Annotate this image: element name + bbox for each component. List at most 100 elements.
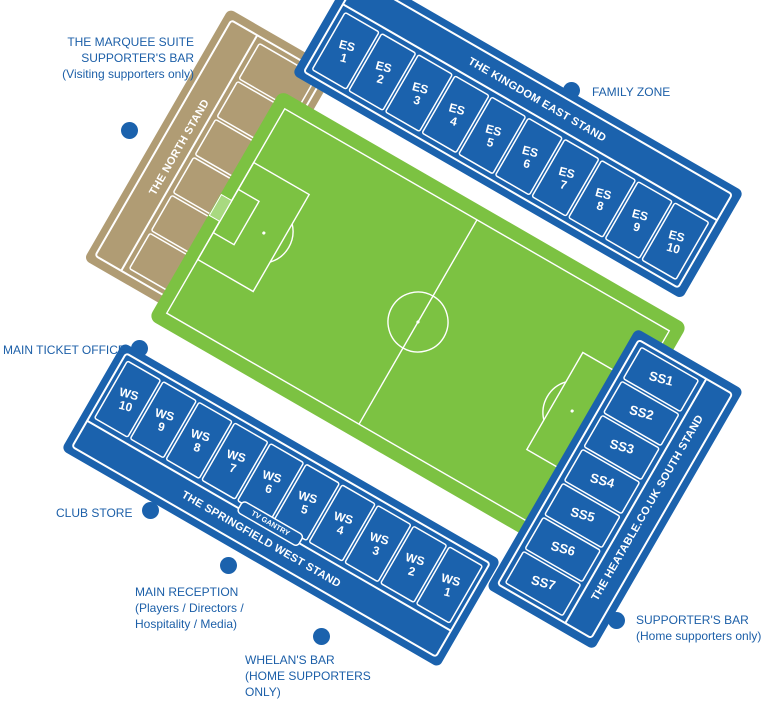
marquee-suite-marker[interactable] — [121, 122, 138, 139]
es-block-outline — [422, 75, 490, 153]
es-block-outline — [458, 96, 526, 174]
supporters-bar-label: SUPPORTER'S BAR (Home supporters only) — [636, 613, 762, 643]
ws-block-outline — [344, 505, 412, 582]
es-block-label: ES7 — [554, 164, 576, 194]
ws-block-4[interactable]: WS4 — [309, 484, 376, 562]
south-stand-inner-border — [497, 339, 733, 639]
whelans-bar-label: WHELAN'S BAR (HOME SUPPORTERS ONLY) — [245, 653, 371, 699]
family-zone-marker[interactable] — [563, 82, 580, 99]
north-penalty-arc — [269, 223, 294, 263]
ss-block-3[interactable]: SS3 — [583, 415, 660, 480]
ss-block-7[interactable]: SS7 — [505, 551, 581, 616]
north-stand[interactable]: THE NORTH STAND — [84, 8, 336, 321]
es-block-label: ES5 — [481, 122, 503, 152]
ws-block-label: WS1 — [436, 571, 462, 602]
ss-block-2[interactable]: SS2 — [603, 381, 679, 446]
supporters-bar-marker[interactable] — [608, 612, 625, 629]
ss-block-label: SS7 — [530, 572, 558, 593]
ss-block-label: SS6 — [549, 538, 577, 559]
ws-block-label: WS7 — [222, 447, 248, 478]
es-block-label: ES9 — [627, 206, 649, 236]
es-block-label: ES1 — [334, 37, 356, 67]
south-stand-divider — [564, 378, 708, 624]
east-stand-outer — [294, 0, 742, 297]
es-block-outline — [385, 54, 453, 132]
ws-block-outline — [201, 422, 268, 500]
es-block-label: ES6 — [517, 143, 539, 173]
ws-block-outline — [416, 546, 483, 624]
es-block-outline — [312, 12, 380, 90]
main-ticket-office-marker[interactable] — [131, 340, 148, 357]
whelans-bar-marker[interactable] — [313, 628, 330, 645]
ws-block-label: WS2 — [401, 550, 427, 581]
ws-block-label: WS5 — [293, 488, 319, 519]
marquee-suite-label: THE MARQUEE SUITE SUPPORTER'S BAR (Visit… — [62, 35, 194, 81]
centre-circle — [387, 291, 449, 353]
north-stand-block[interactable] — [238, 43, 317, 112]
centre-spot — [416, 320, 420, 324]
es-block-5[interactable]: ES5 — [458, 96, 526, 174]
ws-block-9[interactable]: WS9 — [130, 381, 197, 458]
ws-block-3[interactable]: WS3 — [344, 505, 412, 582]
ss-block-label: SS5 — [569, 504, 597, 525]
ss-block-4[interactable]: SS4 — [564, 449, 640, 514]
ws-block-8[interactable]: WS8 — [165, 402, 233, 479]
es-block-10[interactable]: ES10 — [641, 202, 709, 280]
north-stand-outer — [86, 10, 334, 320]
north-goal — [208, 193, 233, 223]
ws-block-label: WS8 — [186, 426, 212, 457]
es-block-7[interactable]: ES7 — [531, 139, 599, 217]
ws-block-label: WS10 — [114, 385, 140, 416]
ws-block-label: WS4 — [329, 509, 355, 540]
ws-block-label: WS3 — [365, 529, 391, 560]
es-block-3[interactable]: ES3 — [385, 54, 453, 132]
ss-block-1[interactable]: SS1 — [623, 347, 699, 412]
tv-gantry-box — [237, 501, 304, 547]
ss-block-6[interactable]: SS6 — [525, 517, 601, 582]
es-block-outline — [531, 139, 599, 217]
ss-block-outline — [603, 381, 679, 446]
ws-block-label: WS6 — [258, 467, 284, 498]
es-block-2[interactable]: ES2 — [348, 33, 416, 111]
es-block-8[interactable]: ES8 — [568, 160, 636, 238]
es-block-label: ES8 — [591, 185, 613, 215]
ss-block-label: SS3 — [608, 436, 636, 457]
ws-block-1[interactable]: WS1 — [416, 546, 483, 624]
es-block-label: ES3 — [407, 79, 429, 109]
west-stand-outer — [63, 344, 499, 666]
club-store-label: CLUB STORE — [56, 506, 133, 520]
main-reception-label: MAIN RECEPTION (Players / Directors / Ho… — [135, 585, 244, 631]
ss-block-outline — [583, 415, 660, 480]
ws-block-outline — [165, 402, 233, 479]
south-penalty-arc — [542, 381, 567, 421]
west-stand-inner-border — [72, 353, 490, 657]
es-block-outline — [568, 160, 636, 238]
es-block-6[interactable]: ES6 — [495, 118, 563, 195]
ws-block-10[interactable]: WS10 — [94, 360, 161, 438]
es-block-outline — [605, 181, 673, 259]
es-block-4[interactable]: ES4 — [422, 75, 490, 153]
main-reception-marker[interactable] — [220, 557, 237, 574]
family-zone-label: FAMILY ZONE — [592, 85, 671, 99]
es-block-9[interactable]: ES9 — [605, 181, 673, 259]
es-block-label: ES2 — [371, 58, 393, 88]
ws-block-outline — [309, 484, 376, 562]
main-ticket-office-label: MAIN TICKET OFFICE — [3, 343, 126, 357]
east-stand[interactable]: THE KINGDOM EAST STAND ES1ES2ES3ES4ES5ES… — [292, 0, 744, 299]
ss-block-outline — [525, 517, 601, 582]
south-penalty-spot — [570, 409, 574, 413]
ws-block-2[interactable]: WS2 — [380, 526, 447, 603]
ws-block-outline — [380, 526, 447, 603]
north-stand-divider — [120, 34, 259, 272]
ss-block-label: SS2 — [628, 402, 656, 423]
es-block-outline — [495, 118, 563, 195]
ws-block-7[interactable]: WS7 — [201, 422, 268, 500]
es-block-1[interactable]: ES1 — [312, 12, 380, 90]
ss-block-5[interactable]: SS5 — [544, 483, 621, 548]
es-block-label: ES10 — [664, 227, 686, 257]
club-store-marker[interactable] — [142, 502, 159, 519]
